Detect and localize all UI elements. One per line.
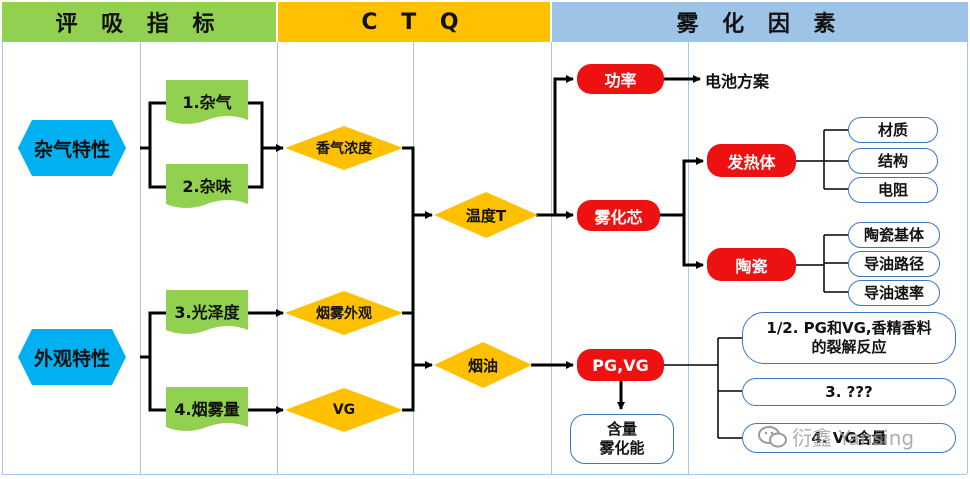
factor-content-label: 含量 bbox=[606, 420, 637, 438]
ctq-vg-diamond: VG bbox=[285, 388, 403, 432]
cause-vg-content-label: 4. VG含量 bbox=[811, 428, 887, 447]
header-evaluation-indicators-label: 评 吸 指 标 bbox=[55, 12, 223, 37]
category-impurity-hexagon: 杂气特性 bbox=[18, 120, 126, 176]
factor-ceramic-substrate-label: 陶瓷基体 bbox=[863, 225, 924, 244]
factor-structure-pill: 结构 bbox=[848, 148, 938, 174]
cause-pyrolysis-line2: 的裂解反应 bbox=[811, 338, 887, 356]
indicator-gloss-label: 3.光泽度 bbox=[174, 303, 240, 322]
wechat-icon bbox=[758, 425, 787, 447]
factor-power-node: 功率 bbox=[577, 64, 664, 94]
column-divider bbox=[277, 42, 278, 474]
ctq-vg-label: VG bbox=[332, 402, 356, 418]
factor-oil-speed-pill: 导油速率 bbox=[848, 280, 940, 306]
cause-unknown-pill: 3. ??? bbox=[742, 378, 956, 406]
ctq-eliquid-label: 烟油 bbox=[467, 356, 498, 375]
factor-pg-vg-label: PG,VG bbox=[592, 355, 649, 375]
factor-resistance-label: 电阻 bbox=[877, 180, 908, 199]
factor-resistance-pill: 电阻 bbox=[848, 177, 938, 203]
factor-content-atomization-pill: 含量 雾化能 bbox=[570, 414, 674, 464]
column-divider bbox=[140, 42, 141, 474]
factor-atomizer-core-label: 雾化芯 bbox=[594, 207, 643, 227]
watermark-text: 衍鑫 Yansing bbox=[792, 426, 915, 450]
category-impurity-label: 杂气特性 bbox=[33, 138, 110, 161]
ctq-smoke-appearance-label: 烟雾外观 bbox=[316, 306, 372, 322]
factor-structure-label: 结构 bbox=[877, 151, 908, 170]
ctq-aroma-diamond: 香气浓度 bbox=[285, 126, 403, 170]
indicator-impurity-taste: 2.杂味 bbox=[166, 164, 248, 212]
factor-pg-vg-node: PG,VG bbox=[577, 349, 664, 381]
indicator-smoke-volume: 4.烟雾量 bbox=[166, 387, 248, 435]
indicator-gloss: 3.光泽度 bbox=[166, 290, 248, 338]
indicator-smoke-volume-label: 4.烟雾量 bbox=[174, 400, 240, 419]
ctq-eliquid-diamond: 烟油 bbox=[434, 342, 532, 388]
column-divider bbox=[688, 42, 689, 474]
factor-ceramic-node: 陶瓷 bbox=[707, 248, 796, 281]
ctq-smoke-appearance-diamond: 烟雾外观 bbox=[285, 291, 403, 335]
cause-pyrolysis-line1: 1/2. PG和VG,香精香料 bbox=[766, 319, 932, 337]
cause-pyrolysis-pill: 1/2. PG和VG,香精香料 的裂解反应 bbox=[742, 312, 956, 364]
factor-atomization-energy-label: 雾化能 bbox=[599, 439, 645, 457]
factor-ceramic-substrate-pill: 陶瓷基体 bbox=[848, 222, 940, 248]
indicator-impurity-gas-label: 1.杂气 bbox=[182, 93, 232, 112]
factor-oil-path-label: 导油路径 bbox=[863, 254, 924, 273]
factor-atomizer-core-node: 雾化芯 bbox=[577, 200, 660, 231]
column-divider bbox=[967, 42, 968, 474]
bottom-border bbox=[2, 474, 967, 475]
factor-oil-speed-label: 导油速率 bbox=[863, 283, 924, 302]
column-divider bbox=[551, 42, 552, 474]
category-appearance-label: 外观特性 bbox=[33, 347, 110, 370]
ctq-temperature-label: 温度T bbox=[465, 206, 507, 225]
indicator-impurity-gas: 1.杂气 bbox=[166, 80, 248, 128]
factor-ceramic-label: 陶瓷 bbox=[735, 256, 768, 276]
cause-unknown-label: 3. ??? bbox=[825, 382, 873, 401]
factor-heater-node: 发热体 bbox=[707, 144, 796, 177]
ctq-aroma-label: 香气浓度 bbox=[316, 141, 372, 157]
factor-power-label: 功率 bbox=[604, 71, 637, 90]
indicator-impurity-taste-label: 2.杂味 bbox=[182, 177, 232, 196]
factor-material-pill: 材质 bbox=[848, 117, 938, 143]
header-ctq: C T Q bbox=[278, 2, 550, 42]
header-evaluation-indicators: 评 吸 指 标 bbox=[2, 2, 276, 42]
factor-material-label: 材质 bbox=[877, 120, 908, 139]
column-divider bbox=[2, 42, 3, 474]
header-ctq-label: C T Q bbox=[361, 9, 467, 35]
factor-heater-label: 发热体 bbox=[727, 152, 776, 172]
factor-battery-scheme-text: 电池方案 bbox=[705, 72, 770, 91]
header-atomization-factors-label: 雾 化 因 素 bbox=[676, 12, 844, 37]
factor-oil-path-pill: 导油路径 bbox=[848, 251, 940, 277]
header-atomization-factors: 雾 化 因 素 bbox=[552, 2, 968, 42]
category-appearance-hexagon: 外观特性 bbox=[18, 329, 126, 385]
watermark: 衍鑫 Yansing bbox=[758, 422, 914, 451]
ctq-temperature-diamond: 温度T bbox=[434, 192, 538, 238]
